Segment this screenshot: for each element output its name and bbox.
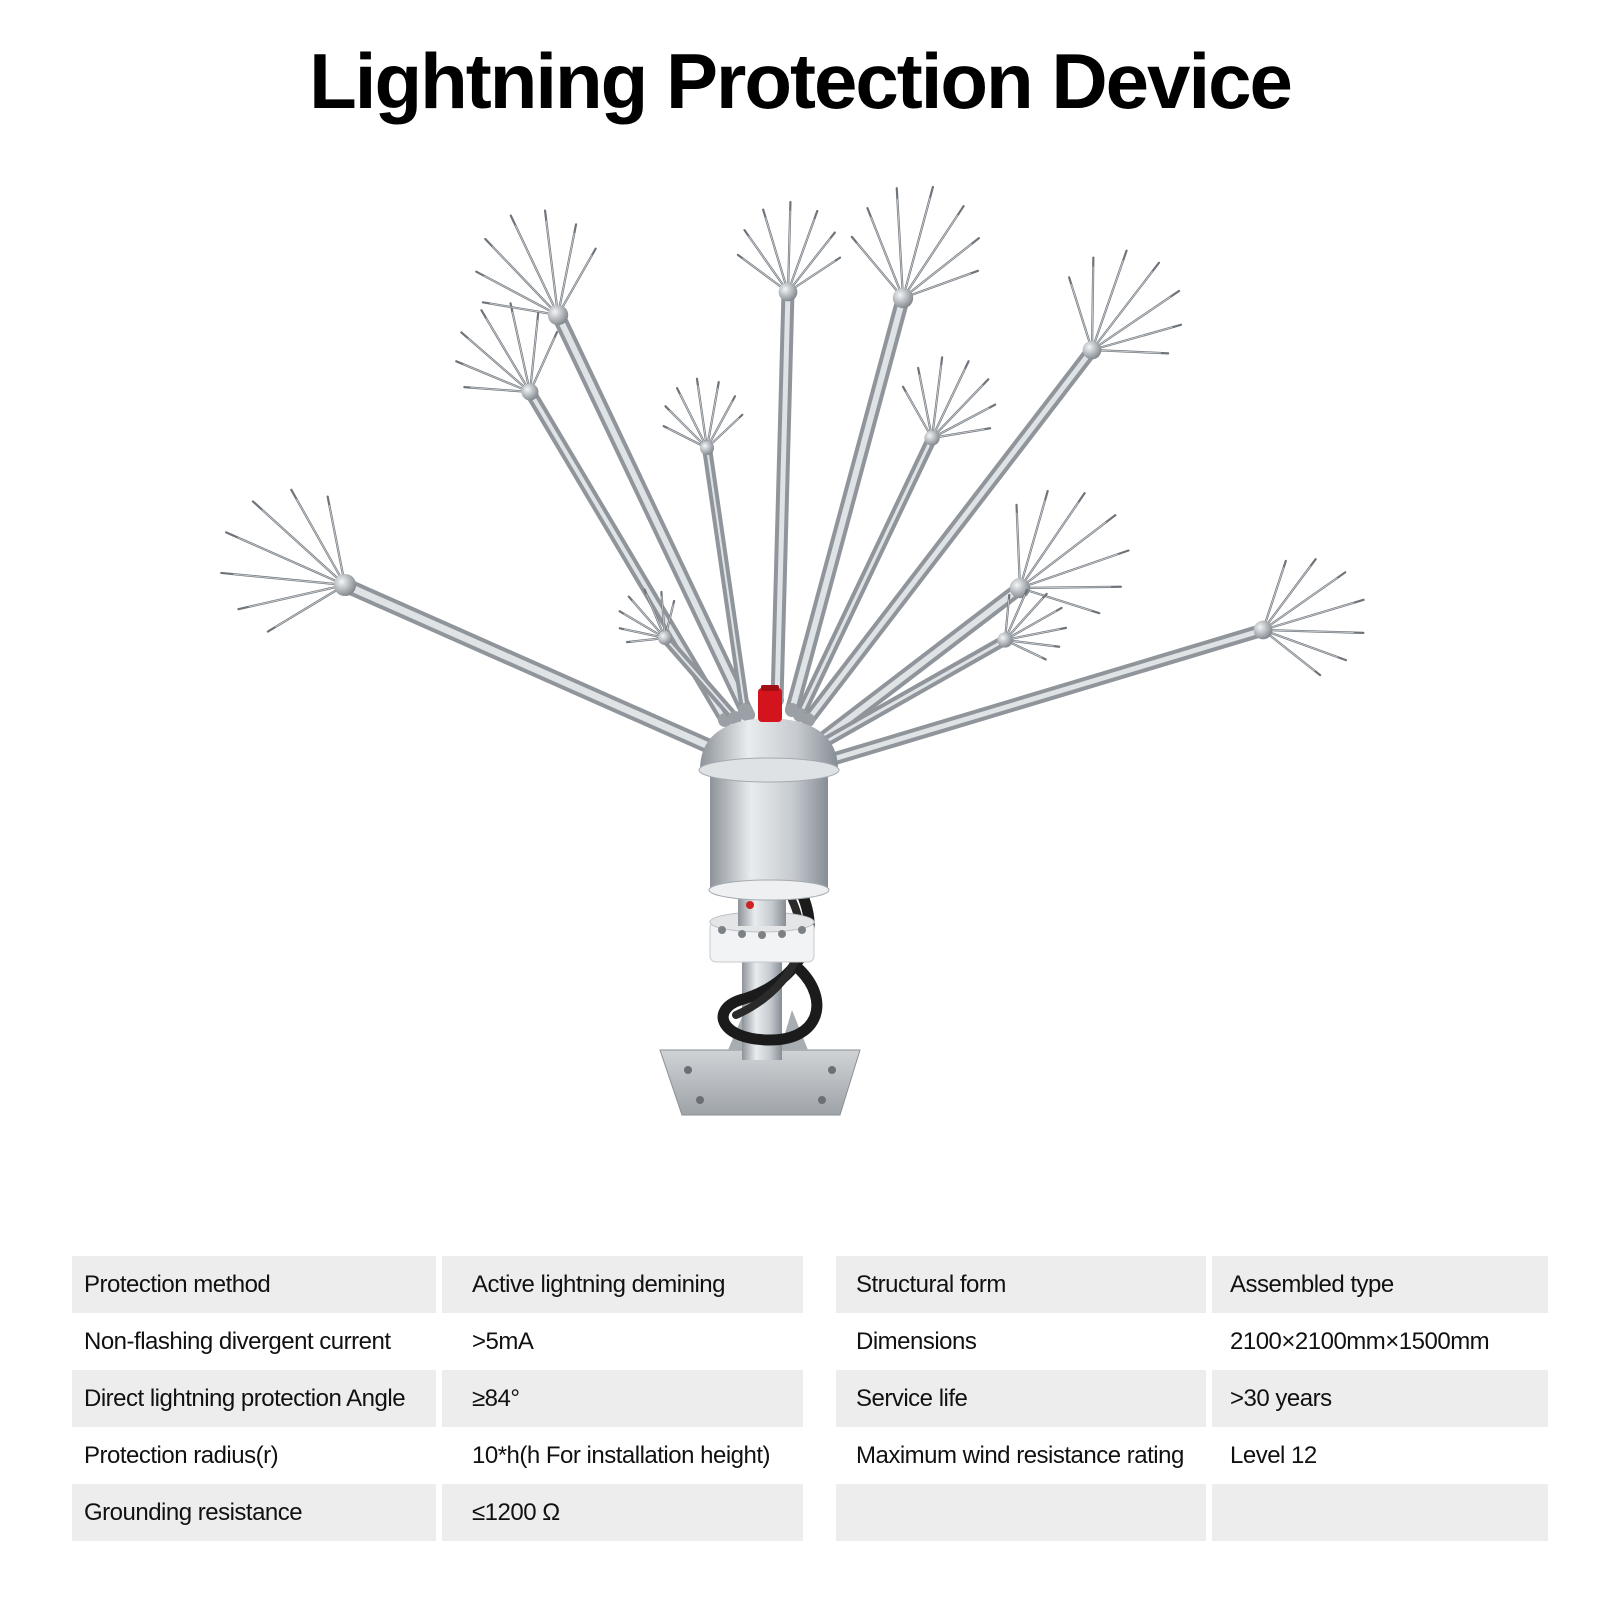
spec-value: Assembled type [1212,1256,1548,1313]
spec-value [1212,1484,1548,1541]
spec-row: Structural form Assembled type [836,1256,1548,1313]
spec-label: Protection method [72,1256,436,1313]
spec-value: >5mA [472,1327,534,1355]
spec-value: ≥84° [442,1370,803,1427]
specs-table-left: Protection method Active lightning demin… [66,1256,809,1541]
spec-row: Non-flashing divergent current >5mA [72,1313,803,1370]
spec-label: Structural form [836,1256,1206,1313]
spec-label: Direct lightning protection Angle [72,1370,436,1427]
spec-value: 2100×2100mm×1500mm [1230,1327,1490,1355]
spec-value: Level 12 [1230,1441,1317,1469]
spec-row: Service life >30 years [836,1370,1548,1427]
spec-label: Grounding resistance [72,1484,436,1541]
page-title: Lightning Protection Device [309,37,1293,125]
lightning-protection-device-photo-icon [220,185,1365,1116]
spec-row: Direct lightning protection Angle ≥84° [72,1370,803,1427]
spec-value: ≤1200 Ω [442,1484,803,1541]
spec-label [836,1484,1206,1541]
spec-label: Dimensions [856,1327,977,1355]
spec-value: Active lightning demining [442,1256,803,1313]
specs-table-right: Structural form Assembled type Dimension… [830,1256,1554,1541]
spec-label: Non-flashing divergent current [84,1327,391,1355]
spec-row: Maximum wind resistance rating Level 12 [836,1427,1548,1484]
spec-value: >30 years [1212,1370,1548,1427]
spec-label: Protection radius(r) [84,1441,279,1469]
spec-label: Service life [836,1370,1206,1427]
spec-row: Protection method Active lightning demin… [72,1256,803,1313]
spec-row: Dimensions 2100×2100mm×1500mm [836,1313,1548,1370]
spec-label: Maximum wind resistance rating [856,1441,1184,1469]
spec-row [836,1484,1548,1541]
spec-row: Protection radius(r) 10*h(h For installa… [72,1427,803,1484]
spec-row: Grounding resistance ≤1200 Ω [72,1484,803,1541]
spec-value: 10*h(h For installation height) [472,1441,771,1469]
